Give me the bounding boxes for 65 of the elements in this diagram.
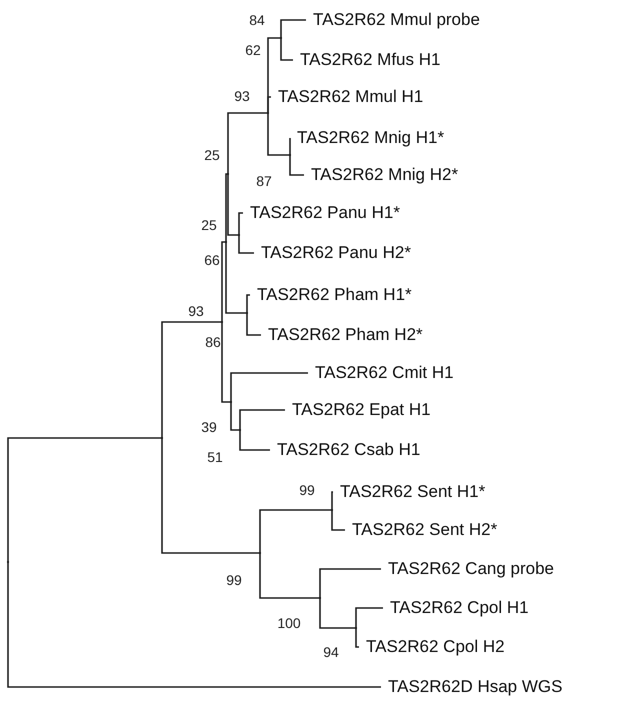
tree-branch [225, 242, 247, 314]
tree-branch [319, 568, 381, 598]
taxon-label: TAS2R62 Panu H2* [254, 243, 411, 263]
tree-branch [267, 96, 271, 113]
tree-branch [267, 113, 290, 156]
taxon-label: TAS2R62 Csab H1 [270, 440, 420, 460]
taxon-label: TAS2R62 Cpol H1 [383, 598, 529, 618]
tree-branch [227, 174, 239, 236]
bootstrap-value: 86 [205, 334, 221, 350]
tree-branch [7, 437, 162, 562]
taxon-label: TAS2R62 Mmul H1 [271, 87, 424, 107]
bootstrap-value: 84 [249, 12, 265, 28]
tree-branch [280, 19, 306, 38]
bootstrap-value: 39 [201, 419, 217, 435]
bootstrap-value: 99 [299, 482, 315, 498]
tree-branch [246, 313, 261, 336]
bootstrap-value: 99 [226, 572, 242, 588]
tree-branch [246, 294, 250, 313]
tree-branch [355, 607, 383, 628]
tree-branch [230, 402, 240, 431]
tree-branch [259, 509, 332, 553]
taxon-label: TAS2R62 Cang probe [381, 559, 554, 579]
taxon-label: TAS2R62 Cmit H1 [308, 363, 454, 383]
tree-branch [161, 321, 222, 438]
taxon-label: TAS2R62 Mnig H1* [290, 128, 444, 148]
tree-branch [289, 137, 291, 155]
taxon-label: TAS2R62 Mmul probe [306, 10, 480, 30]
bootstrap-value: 93 [188, 303, 204, 319]
taxon-label: TAS2R62 Mfus H1 [293, 50, 440, 70]
tree-branch [239, 430, 270, 451]
bootstrap-value: 93 [234, 88, 250, 104]
tree-branch [221, 322, 231, 403]
taxon-label: TAS2R62 Mnig H2* [304, 165, 458, 185]
tree-branch [230, 372, 308, 402]
bootstrap-value: 94 [323, 644, 339, 660]
taxon-label: TAS2R62 Sent H2* [345, 520, 498, 540]
taxon-label: TAS2R62 Pham H1* [250, 285, 412, 305]
bootstrap-value: 51 [207, 449, 223, 465]
bootstrap-value: 62 [245, 42, 261, 58]
tree-branch [238, 212, 243, 235]
taxon-label: TAS2R62 Epat H1 [285, 400, 431, 420]
tree-branch [355, 628, 359, 648]
taxon-label: TAS2R62D Hsap WGS [381, 677, 562, 697]
bootstrap-value: 66 [204, 252, 220, 268]
taxon-label: TAS2R62 Panu H1* [243, 203, 400, 223]
taxon-label: TAS2R62 Pham H2* [261, 325, 423, 345]
tree-branch [225, 173, 228, 242]
tree-branch [238, 235, 254, 254]
tree-branch [227, 112, 268, 174]
tree-branch [319, 598, 356, 629]
tree-branch [289, 155, 304, 176]
tree-branch [161, 438, 260, 554]
tree-branch [280, 38, 293, 61]
tree-branch [331, 510, 345, 531]
tree-branch [259, 553, 320, 599]
bootstrap-value: 25 [201, 217, 217, 233]
taxon-label: TAS2R62 Sent H1* [333, 482, 486, 502]
tree-branch [7, 562, 381, 688]
taxon-label: TAS2R62 Cpol H2 [359, 637, 505, 657]
bootstrap-value: 87 [256, 173, 272, 189]
bootstrap-value: 100 [277, 615, 301, 631]
tree-branch [221, 241, 226, 322]
tree-branch [239, 409, 285, 430]
tree-branch [331, 491, 334, 510]
bootstrap-value: 25 [204, 147, 220, 163]
